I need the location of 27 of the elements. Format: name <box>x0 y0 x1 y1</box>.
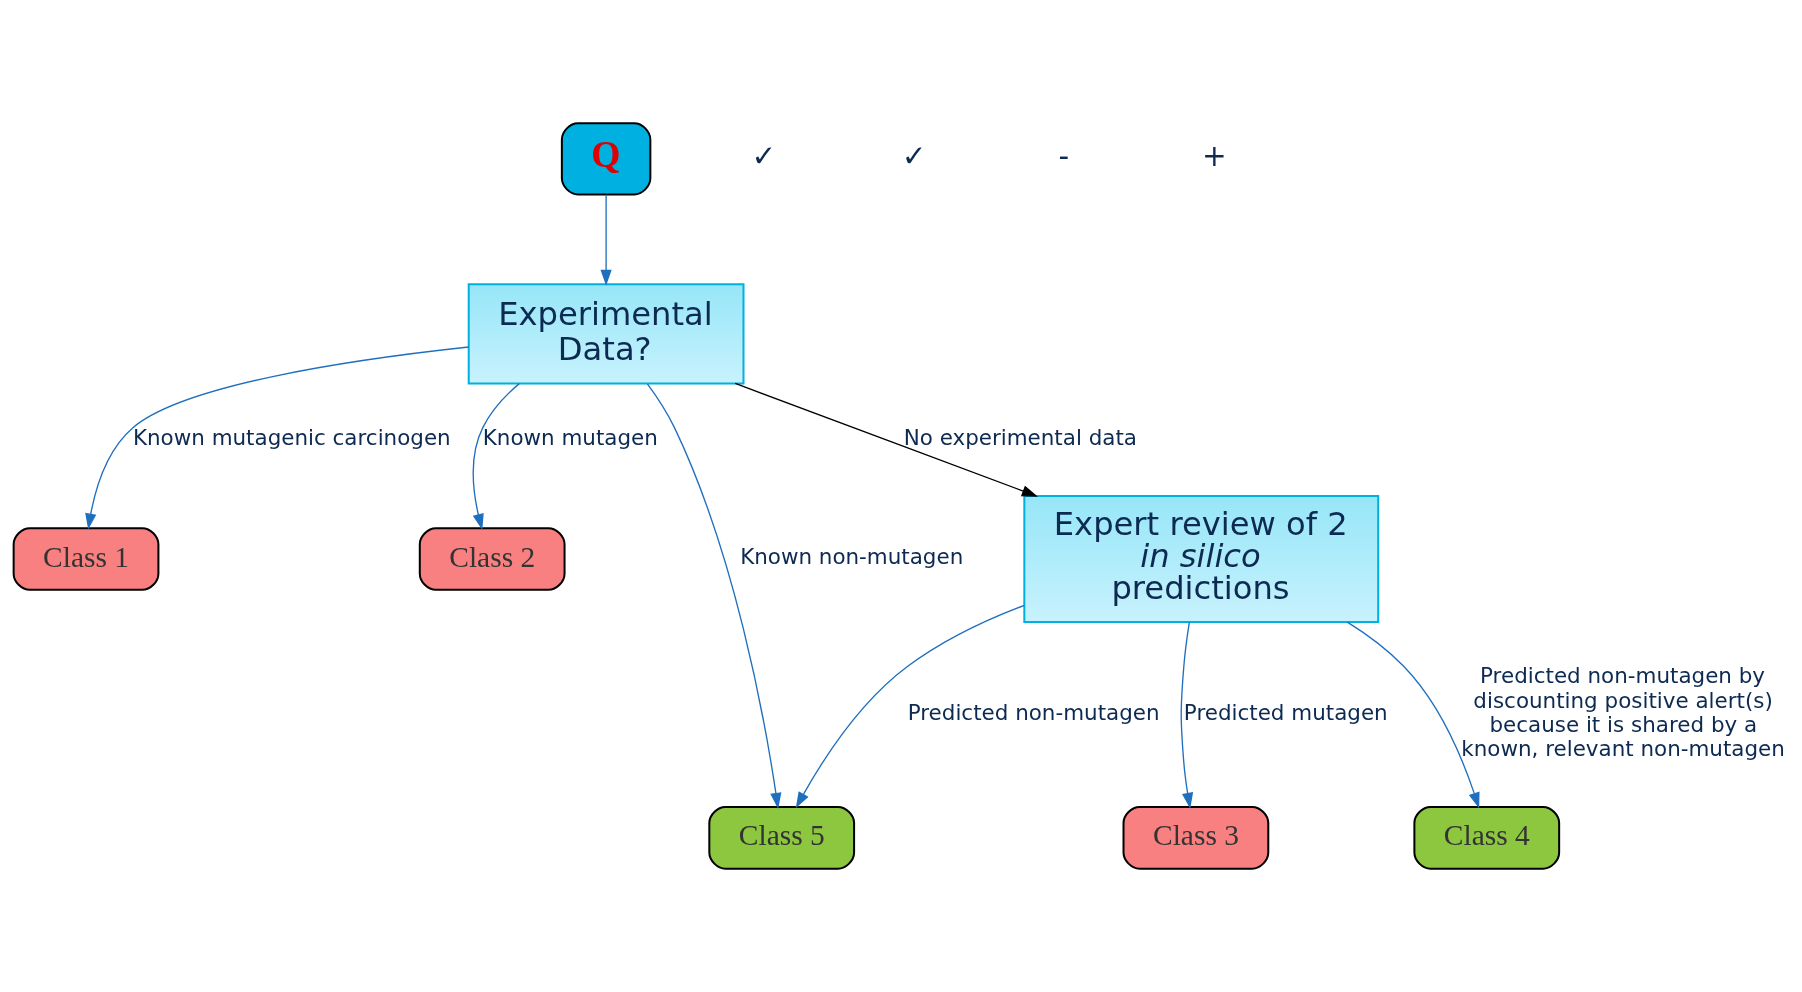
node-box: Class 2 <box>418 527 566 591</box>
arrow <box>472 382 520 531</box>
label: ✓ <box>901 139 927 174</box>
node-box: Class 3 <box>1122 805 1270 870</box>
edge-label: Known mutagen <box>482 424 658 450</box>
edge-label: Predicted non-mutagen <box>907 699 1160 725</box>
edge-label: Predicted mutagen <box>1183 699 1388 725</box>
edge-label: No experimental data <box>903 424 1137 450</box>
node-box: Class 5 <box>708 805 856 870</box>
node-box: Experimental Data? <box>467 283 745 385</box>
edge-label: Predicted non-mutagen by discounting positive alert(s) because it is shared by a known, relevant non-mutagen <box>1461 663 1785 761</box>
label: ✓ <box>751 139 777 174</box>
arrow <box>795 604 1025 809</box>
label: - <box>1058 139 1070 174</box>
arrow <box>85 346 470 530</box>
node-box: Expert review of 2 in silico predictions <box>1023 495 1380 623</box>
arrow <box>600 194 612 286</box>
edge-label: Known mutagenic carcinogen <box>132 424 451 450</box>
node-box: Class 1 <box>12 527 160 591</box>
label: + <box>1201 139 1227 174</box>
arrow <box>1180 621 1194 809</box>
arrow <box>1346 621 1480 809</box>
node-box: Class 4 <box>1413 805 1561 870</box>
arrow <box>734 382 1038 497</box>
edge-label: Known non-mutagen <box>740 544 964 570</box>
node-box: Q <box>560 122 652 196</box>
arrow <box>646 383 782 809</box>
